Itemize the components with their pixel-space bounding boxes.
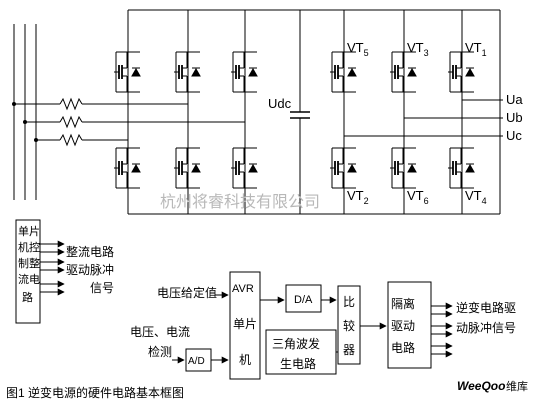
feedback-label-2: 检测: [148, 344, 172, 359]
rectifier-mcu-text-1: 单片: [18, 225, 40, 238]
feedback-label-1: 电压、电流: [130, 325, 190, 339]
dc-link: [290, 9, 500, 215]
rectifier-signal-label-1: 整流电路: [66, 244, 114, 259]
watermark-logo: WeeQoo 维库: [457, 379, 528, 393]
rectifier-controller: 单片 机控 制整 流电 路 整流电路 驱动脉冲 信号: [15, 219, 114, 324]
rectifier-signal-label-3: 信号: [90, 281, 114, 295]
figure-caption: 图1 逆变电源的硬件电路基本框图: [6, 385, 184, 400]
output-ua-label: Ua: [506, 92, 523, 107]
rectifier-switch-upper-2: [174, 42, 201, 102]
vt4-label: VT4: [465, 188, 487, 206]
driver-output-label-1: 逆变电路驱: [456, 300, 516, 315]
vt2-label: VT2: [347, 188, 369, 206]
power-stage: [12, 9, 503, 215]
rectifier-switch-lower-3: [231, 138, 258, 198]
driver-output-label-2: 动脉冲信号: [456, 320, 516, 335]
rectifier-bridge: [114, 9, 300, 215]
triangle-generator-text-2: 生电路: [280, 356, 316, 371]
dac-box: [285, 284, 322, 313]
input-resistors: [59, 97, 245, 147]
voltage-setpoint-label: 电压给定值: [157, 285, 217, 300]
rectifier-signal-arrows: [40, 240, 65, 296]
rectifier-switch-lower-1: [114, 138, 141, 198]
vt5-label: VT5: [347, 40, 369, 58]
rectifier-mcu-text-3: 制整: [18, 256, 40, 270]
rectifier-signal-label-2: 驱动脉冲: [66, 262, 114, 277]
vt1-label: VT1: [465, 40, 487, 58]
rectifier-mcu-text-4: 流电: [18, 272, 40, 286]
avr-mcu-box: [229, 271, 261, 380]
inverter-control: 电压给定值 电压、电流 检测 A/D AVR 单片 机 D/A 三角波发 生电路…: [130, 271, 516, 380]
comparator-text-1: 比: [343, 295, 355, 309]
watermark-text: 杭州将睿科技有限公司: [160, 192, 320, 211]
isolation-driver-text-1: 隔离: [391, 296, 415, 311]
inverter-switch-upper-3: [448, 42, 475, 102]
inverter-switch-lower-1: [330, 138, 357, 198]
triangle-generator-text-1: 三角波发: [272, 336, 320, 351]
output-ub-label: Ub: [506, 110, 523, 125]
adc-label: A/D: [188, 356, 205, 367]
driver-output-arrows: [431, 302, 453, 358]
avr-mcu-text-2: 单片: [233, 317, 257, 331]
dc-link-label: Udc: [268, 96, 292, 111]
vt3-label: VT3: [407, 40, 429, 58]
watermark-logo-suffix: 维库: [506, 380, 528, 393]
comparator-text-2: 较: [343, 318, 355, 333]
input-taps: [12, 102, 60, 142]
vt6-label: VT6: [407, 188, 429, 206]
rectifier-switch-upper-3: [231, 42, 258, 102]
avr-mcu-text-1: AVR: [232, 283, 254, 295]
inverter-switch-lower-2: [390, 138, 417, 198]
comparator-box: [337, 285, 361, 365]
output-uc-label: Uc: [506, 128, 522, 143]
comparator-text-3: 器: [343, 343, 355, 357]
isolation-driver-box: [387, 281, 432, 369]
rectifier-switch-lower-2: [174, 138, 201, 198]
avr-mcu-text-3: 机: [239, 353, 251, 367]
isolation-driver-text-2: 驱动: [391, 319, 415, 333]
inverter-switch-upper-1: [330, 42, 357, 102]
isolation-driver-text-3: 电路: [391, 340, 415, 355]
rectifier-mcu-box: [15, 219, 41, 324]
inverter-bridge: [330, 10, 501, 214]
rectifier-mcu-text-2: 机控: [18, 240, 40, 254]
output-lines: [344, 99, 503, 137]
rectifier-switch-upper-1: [114, 42, 141, 102]
inverter-switch-lower-3: [448, 138, 475, 198]
inverter-switch-upper-2: [390, 42, 417, 102]
rectifier-mcu-text-5: 路: [22, 291, 33, 304]
dac-label: D/A: [294, 294, 313, 306]
watermark-logo-text: WeeQoo: [457, 379, 505, 393]
